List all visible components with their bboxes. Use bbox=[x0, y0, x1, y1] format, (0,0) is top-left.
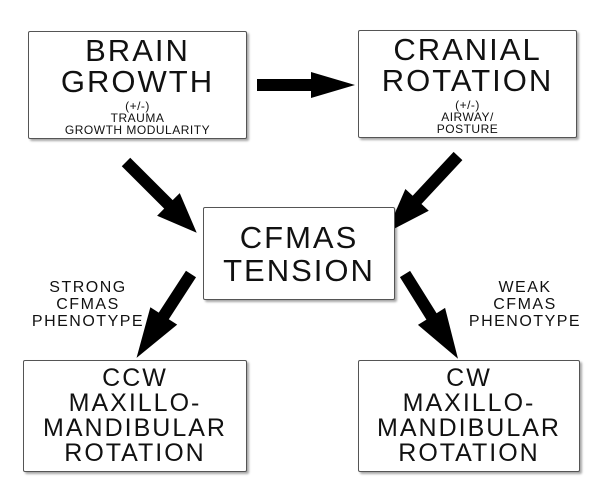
arrow-cfmas-to-ccw bbox=[136, 270, 197, 358]
node-title-line: ROTATION bbox=[64, 439, 206, 467]
label-line: WEAK bbox=[498, 279, 552, 296]
node-title-line: ROTATION bbox=[398, 439, 540, 467]
node-title-line: MAXILLO- bbox=[68, 389, 202, 417]
node-title-line: ROTATION bbox=[381, 62, 554, 98]
label-weak-phenotype: WEAK CFMAS PHENOTYPE bbox=[465, 279, 585, 330]
label-line: CFMAS bbox=[493, 296, 557, 313]
node-cw-rotation: CW MAXILLO- MANDIBULAR ROTATION bbox=[358, 360, 580, 472]
node-sub-line: TRAUMA bbox=[110, 110, 165, 125]
node-title-line: CW bbox=[446, 364, 492, 392]
arrow-brain-to-cfmas bbox=[121, 157, 197, 233]
arrow-brain-to-cranial bbox=[257, 72, 355, 98]
node-title-line: BRAIN bbox=[85, 32, 190, 68]
node-cranial-rotation: CRANIAL ROTATION (+/-) AIRWAY/ POSTURE bbox=[358, 30, 577, 138]
node-title-line: CRANIAL bbox=[393, 31, 542, 67]
node-title-line: MANDIBULAR bbox=[377, 414, 561, 442]
node-sub-line: POSTURE bbox=[436, 121, 499, 136]
node-sub-line: GROWTH MODULARITY bbox=[64, 122, 211, 137]
node-title-line: MANDIBULAR bbox=[43, 414, 227, 442]
node-cfmas-tension: CFMAS TENSION bbox=[203, 207, 395, 300]
node-sub-line: (+/-) bbox=[455, 97, 480, 112]
node-title-line: CCW bbox=[102, 364, 168, 392]
arrow-cranial-to-cfmas bbox=[386, 151, 463, 233]
node-brain-growth: BRAIN GROWTH (+/-) TRAUMA GROWTH MODULAR… bbox=[28, 31, 247, 139]
node-ccw-rotation: CCW MAXILLO- MANDIBULAR ROTATION bbox=[23, 360, 247, 472]
node-title-line: CFMAS bbox=[239, 219, 359, 255]
label-line: PHENOTYPE bbox=[31, 313, 145, 330]
arrow-cfmas-to-cw bbox=[399, 270, 458, 359]
node-title-line: MAXILLO- bbox=[402, 389, 536, 417]
label-line: STRONG bbox=[49, 279, 127, 296]
node-title-line: GROWTH bbox=[60, 63, 215, 99]
label-line: PHENOTYPE bbox=[468, 313, 582, 330]
node-title-line: TENSION bbox=[223, 252, 375, 288]
node-sub-line: AIRWAY/ bbox=[441, 109, 494, 124]
label-line: CFMAS bbox=[56, 296, 120, 313]
node-sub-line: (+/-) bbox=[125, 98, 150, 113]
label-strong-phenotype: STRONG CFMAS PHENOTYPE bbox=[28, 279, 148, 330]
